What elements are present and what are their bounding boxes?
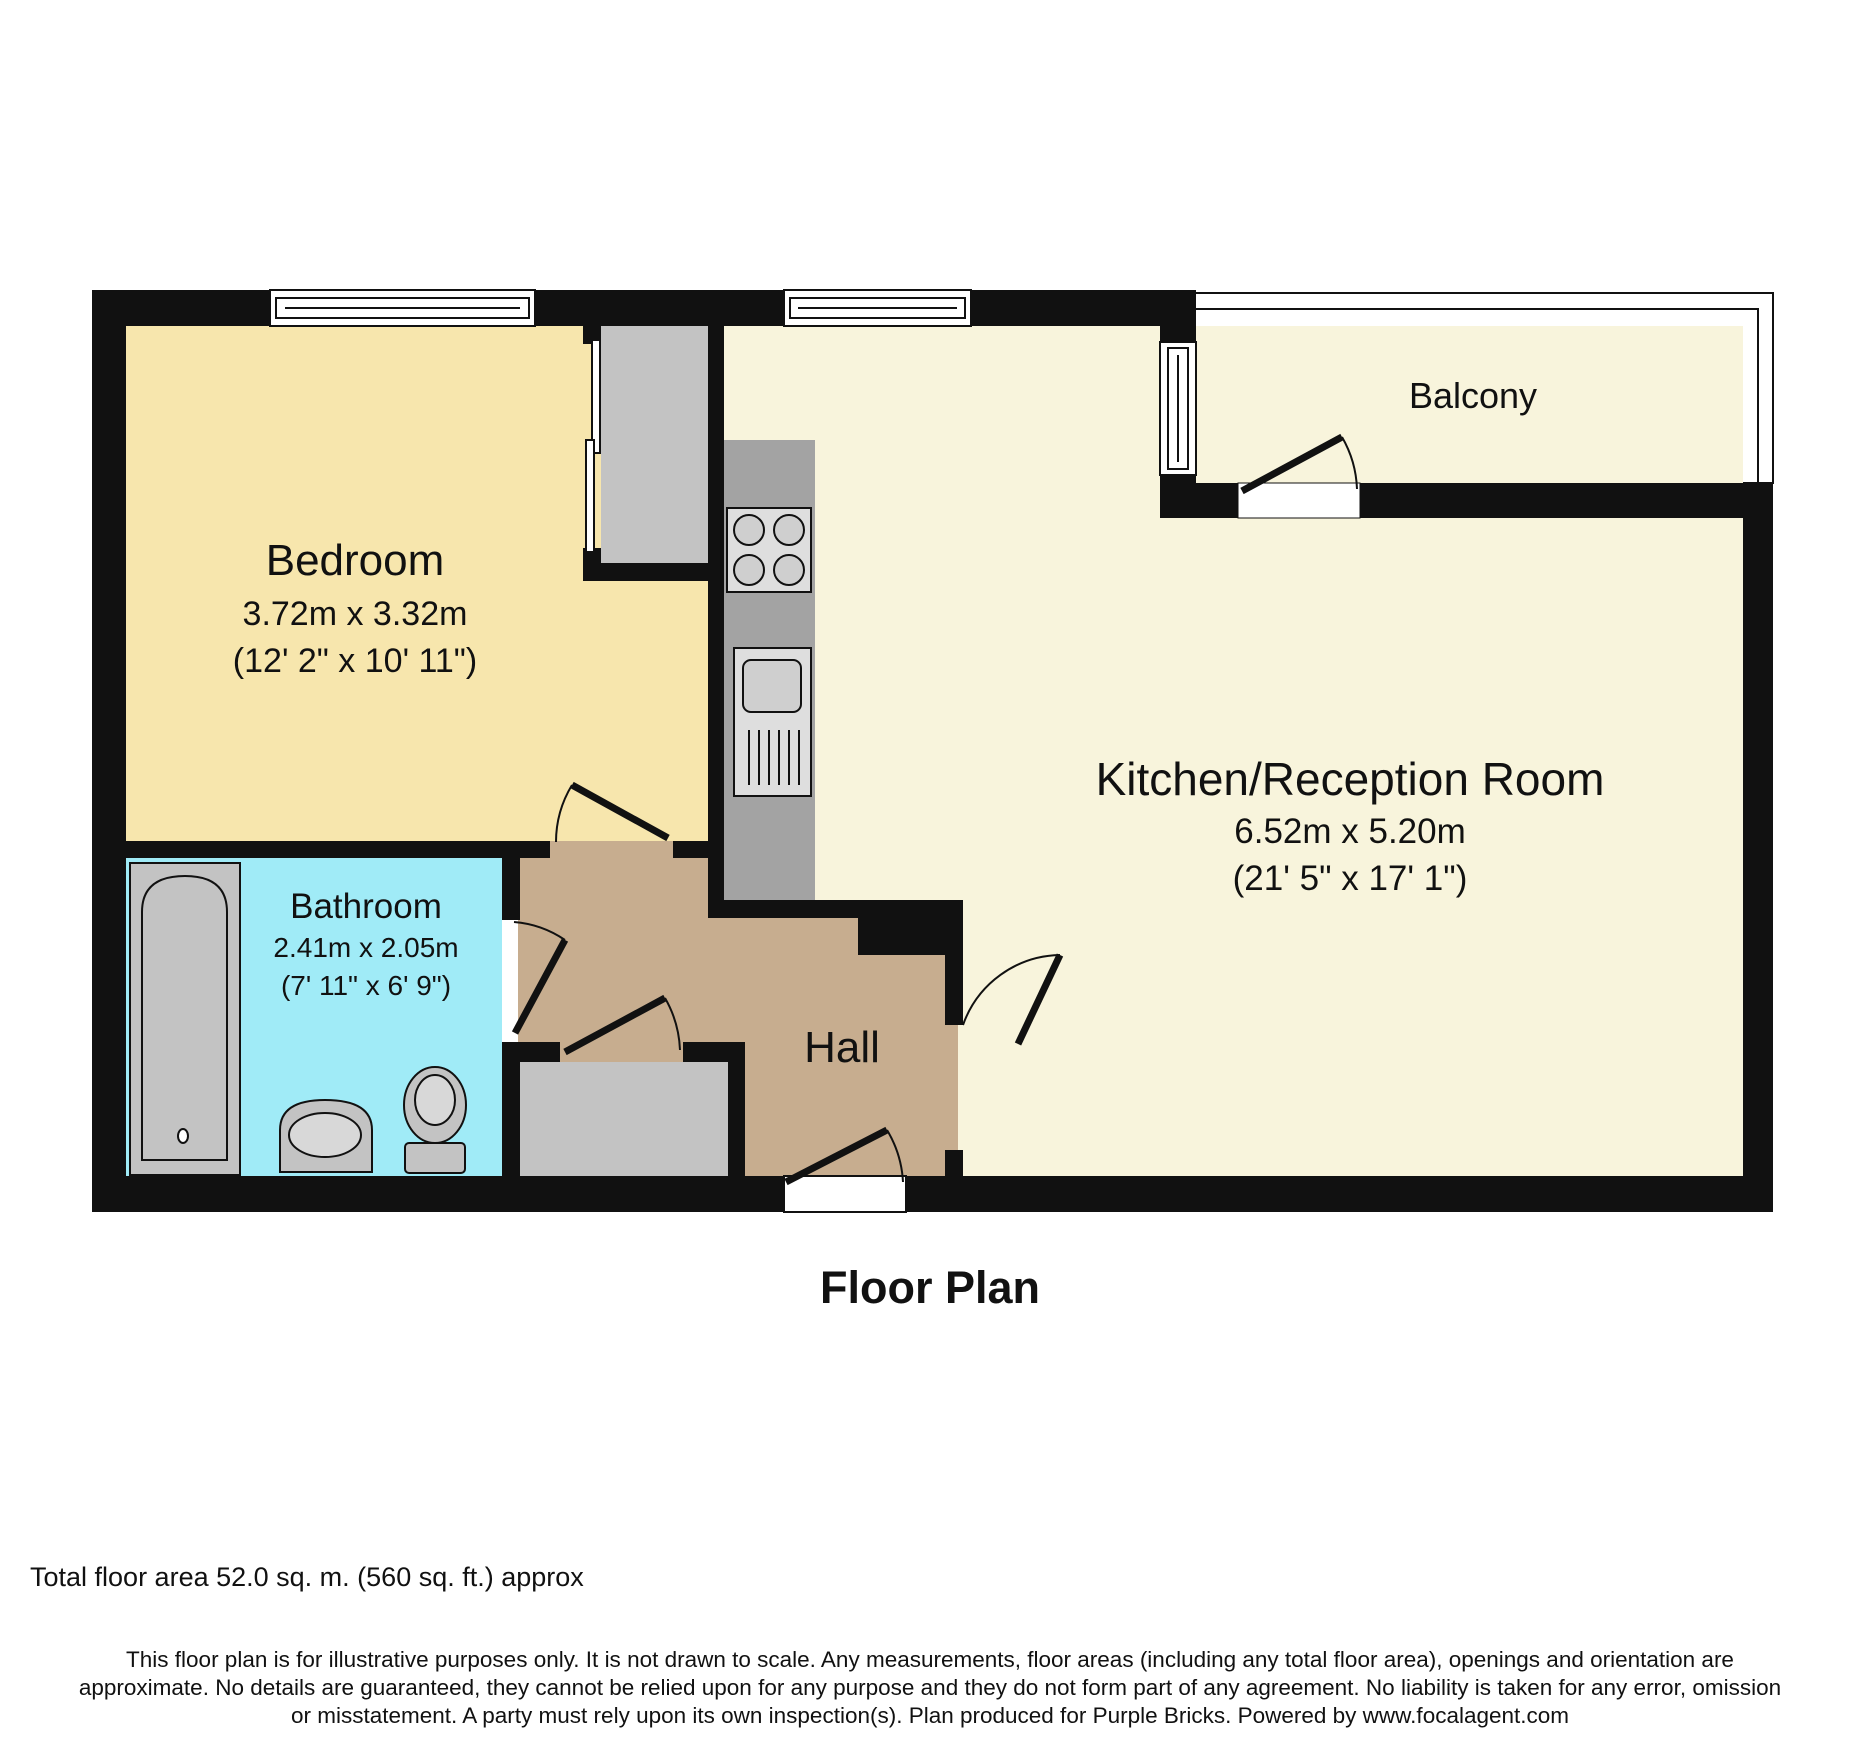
bedroom-metric: 3.72m x 3.32m — [243, 595, 468, 633]
disclaimer-line: or misstatement. A party must rely upon … — [290, 1703, 1570, 1728]
window-icon — [783, 289, 972, 327]
door-swing-icon — [784, 1126, 904, 1186]
door-swing-icon — [563, 994, 681, 1056]
sink-icon — [733, 647, 812, 797]
door-swing-icon — [511, 921, 569, 1035]
window-icon — [1159, 341, 1197, 476]
bathroom-imperial: (7' 11" x 6' 9") — [281, 970, 451, 1001]
front-door-threshold — [783, 1175, 907, 1213]
balcony-name: Balcony — [1409, 375, 1537, 416]
door-swing-icon — [555, 781, 670, 843]
bedroom-name: Bedroom — [266, 536, 445, 585]
disclaimer: This floor plan is for illustrative purp… — [30, 1646, 1830, 1730]
door-swing-icon — [1240, 433, 1358, 495]
bathroom-name: Bathroom — [290, 887, 442, 926]
toilet-icon — [403, 1066, 467, 1174]
balcony-door-threshold — [1237, 482, 1361, 519]
hob-icon — [726, 507, 812, 593]
kitchen-reception-name: Kitchen/Reception Room — [1096, 753, 1605, 805]
hall-name: Hall — [804, 1023, 880, 1072]
disclaimer-line: This floor plan is for illustrative purp… — [126, 1647, 1734, 1672]
wash-basin-icon — [279, 1098, 373, 1173]
disclaimer-line: approximate. No details are guaranteed, … — [78, 1675, 1782, 1700]
kitchen-reception-metric: 6.52m x 5.20m — [1234, 812, 1466, 851]
bath-icon — [129, 862, 241, 1176]
wardrobe-doors — [585, 339, 601, 553]
hall-cupboard — [520, 1062, 728, 1176]
plan-title: Floor Plan — [819, 1262, 1040, 1313]
bedroom-imperial: (12' 2" x 10' 11") — [233, 642, 477, 680]
kitchen-reception-imperial: (21' 5" x 17' 1") — [1233, 859, 1468, 898]
bathroom-metric: 2.41m x 2.05m — [273, 932, 458, 963]
window-icon — [269, 289, 536, 327]
door-swing-icon — [962, 953, 1064, 1046]
total-floor-area: Total floor area 52.0 sq. m. (560 sq. ft… — [30, 1562, 584, 1592]
wardrobe — [601, 326, 711, 566]
